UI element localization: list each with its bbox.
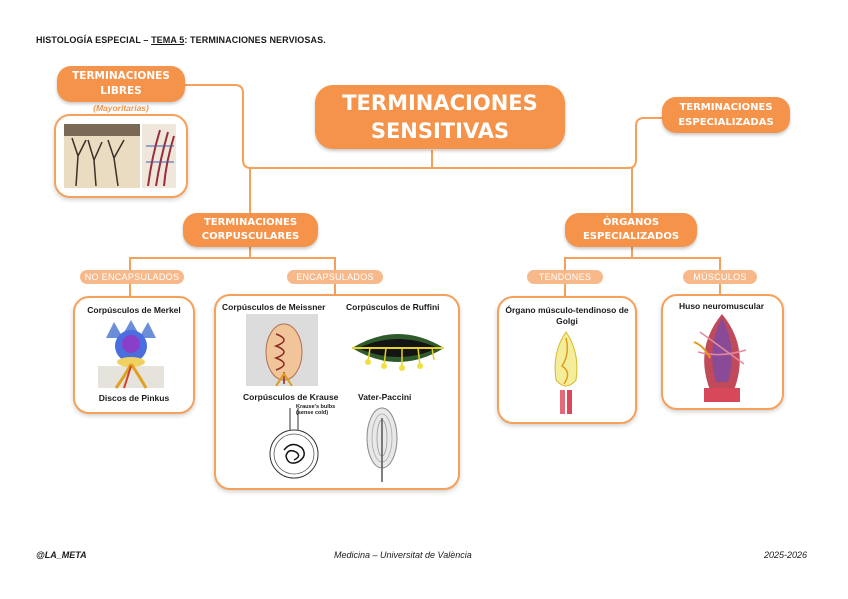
label-tendones: TENDONES xyxy=(527,270,603,284)
huso-title: Huso neuromuscular xyxy=(678,301,765,311)
merkel-title: Corpúsculos de Merkel xyxy=(87,305,181,315)
node-terminaciones-especializadas: TERMINACIONES ESPECIALIZADAS xyxy=(662,97,790,133)
label-encapsulados: ENCAPSULADOS xyxy=(287,270,383,284)
footer-center: Medicina – Universitat de València xyxy=(334,550,472,560)
header-prefix: HISTOLOGÍA ESPECIAL – xyxy=(36,35,152,45)
meissner-image xyxy=(246,314,318,386)
krause-caption: Krause's bulbs (sense cold) xyxy=(296,404,336,416)
footer-author: @LA_META xyxy=(36,550,87,560)
golgi-title: Órgano músculo-tendinoso de Golgi xyxy=(505,305,629,326)
corpusculares-line1: TERMINACIONES xyxy=(203,217,298,228)
especializadas-line1: TERMINACIONES xyxy=(679,102,773,113)
meissner-title: Corpúsculos de Meissner xyxy=(222,302,326,312)
libres-line2: LIBRES xyxy=(100,85,142,97)
node-organos-especializados: ÓRGANOS ESPECIALIZADOS xyxy=(565,213,697,247)
free-nerve-endings-image xyxy=(64,124,176,188)
libres-line1: TERMINACIONES xyxy=(72,70,170,82)
main-title-line1: TERMINACIONES xyxy=(342,91,538,115)
corpusculares-line2: CORPUSCULARES xyxy=(201,231,300,242)
main-title: TERMINACIONES SENSITIVAS xyxy=(315,85,565,149)
label-no-encapsulados: NO ENCAPSULADOS xyxy=(80,270,184,284)
main-title-line2: SENSITIVAS xyxy=(370,119,510,143)
label-musculos: MÚSCULOS xyxy=(683,270,757,284)
pinkus-title: Discos de Pinkus xyxy=(98,393,170,403)
huso-image xyxy=(693,314,747,402)
ruffini-title: Corpúsculos de Ruffini xyxy=(346,302,440,312)
node-terminaciones-corpusculares: TERMINACIONES CORPUSCULARES xyxy=(183,213,318,247)
krause-image xyxy=(269,408,319,479)
libres-note: (Mayoritarias) xyxy=(93,103,149,113)
merkel-image xyxy=(98,320,164,389)
especializadas-line2: ESPECIALIZADAS xyxy=(678,117,774,128)
libres-image-box xyxy=(54,114,188,198)
organos-line1: ÓRGANOS xyxy=(602,217,660,228)
header-tema: TEMA 5 xyxy=(151,35,185,45)
ruffini-image xyxy=(352,334,444,371)
krause-title: Corpúsculos de Krause xyxy=(243,392,339,402)
footer-year: 2025-2026 xyxy=(764,550,808,560)
vater-title: Vater-Paccini xyxy=(358,392,412,402)
golgi-image xyxy=(554,331,578,414)
node-terminaciones-libres: TERMINACIONES LIBRES xyxy=(57,66,185,102)
vater-paccini-image xyxy=(366,407,398,482)
page-header: HISTOLOGÍA ESPECIAL – TEMA 5: TERMINACIO… xyxy=(36,35,326,45)
header-suffix: : TERMINACIONES NERVIOSAS. xyxy=(184,35,326,45)
organos-line2: ESPECIALIZADOS xyxy=(582,231,680,242)
